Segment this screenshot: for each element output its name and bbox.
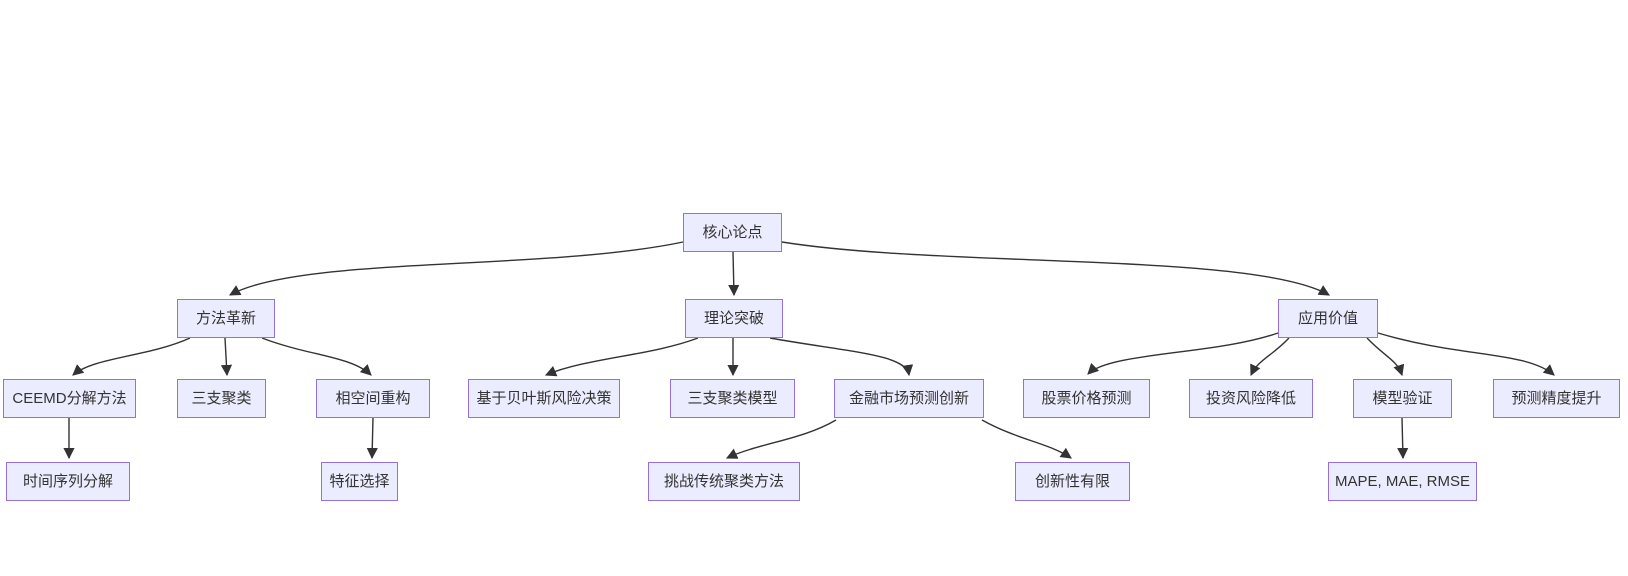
edge-value-to-risk [1250, 337, 1290, 377]
flowchart-node-timeseries: 时间序列分解 [6, 462, 130, 501]
edge-method-to-threeway [220, 337, 233, 377]
flowchart-node-phase: 相空间重构 [316, 379, 430, 418]
edge-value-to-validate [1366, 337, 1405, 377]
flowchart-node-threeway: 三支聚类 [177, 379, 266, 418]
flowchart-node-limited: 创新性有限 [1015, 462, 1130, 501]
flowchart-node-ceemd: CEEMD分解方法 [3, 379, 136, 418]
edge-theory-to-bayes [544, 337, 699, 377]
flowchart-node-theory: 理论突破 [685, 299, 783, 338]
edges-group [63, 241, 1555, 460]
flowchart-node-stock: 股票价格预测 [1023, 379, 1150, 418]
edge-theory-to-finance [769, 337, 914, 377]
flowchart-node-validate: 模型验证 [1353, 379, 1452, 418]
flowchart-node-risk: 投资风险降低 [1189, 379, 1313, 418]
edge-finance-to-challenge [725, 419, 837, 459]
edge-value-to-accuracy [1377, 332, 1555, 376]
flowchart-node-finance: 金融市场预测创新 [834, 379, 984, 418]
edge-method-to-phase [261, 337, 372, 376]
edge-method-to-ceemd [72, 337, 191, 376]
edge-core-to-value [781, 241, 1330, 296]
flowchart-node-feature: 特征选择 [321, 462, 398, 501]
edge-core-to-method [229, 241, 684, 296]
flowchart-node-accuracy: 预测精度提升 [1493, 379, 1620, 418]
flowchart-node-value: 应用价值 [1278, 299, 1378, 338]
flowchart-node-method: 方法革新 [177, 299, 275, 338]
edge-core-to-theory [728, 251, 740, 297]
flowchart-node-twcmodel: 三支聚类模型 [670, 379, 795, 418]
flowchart-node-challenge: 挑战传统聚类方法 [648, 462, 800, 501]
edge-validate-to-metrics [1397, 417, 1409, 460]
edge-value-to-stock [1087, 332, 1279, 375]
edge-phase-to-feature [366, 417, 378, 460]
flowchart-node-metrics: MAPE, MAE, RMSE [1328, 462, 1477, 501]
edge-finance-to-limited [981, 419, 1072, 459]
flowchart-node-core: 核心论点 [683, 213, 782, 252]
flowchart-node-bayes: 基于贝叶斯风险决策 [468, 379, 620, 418]
